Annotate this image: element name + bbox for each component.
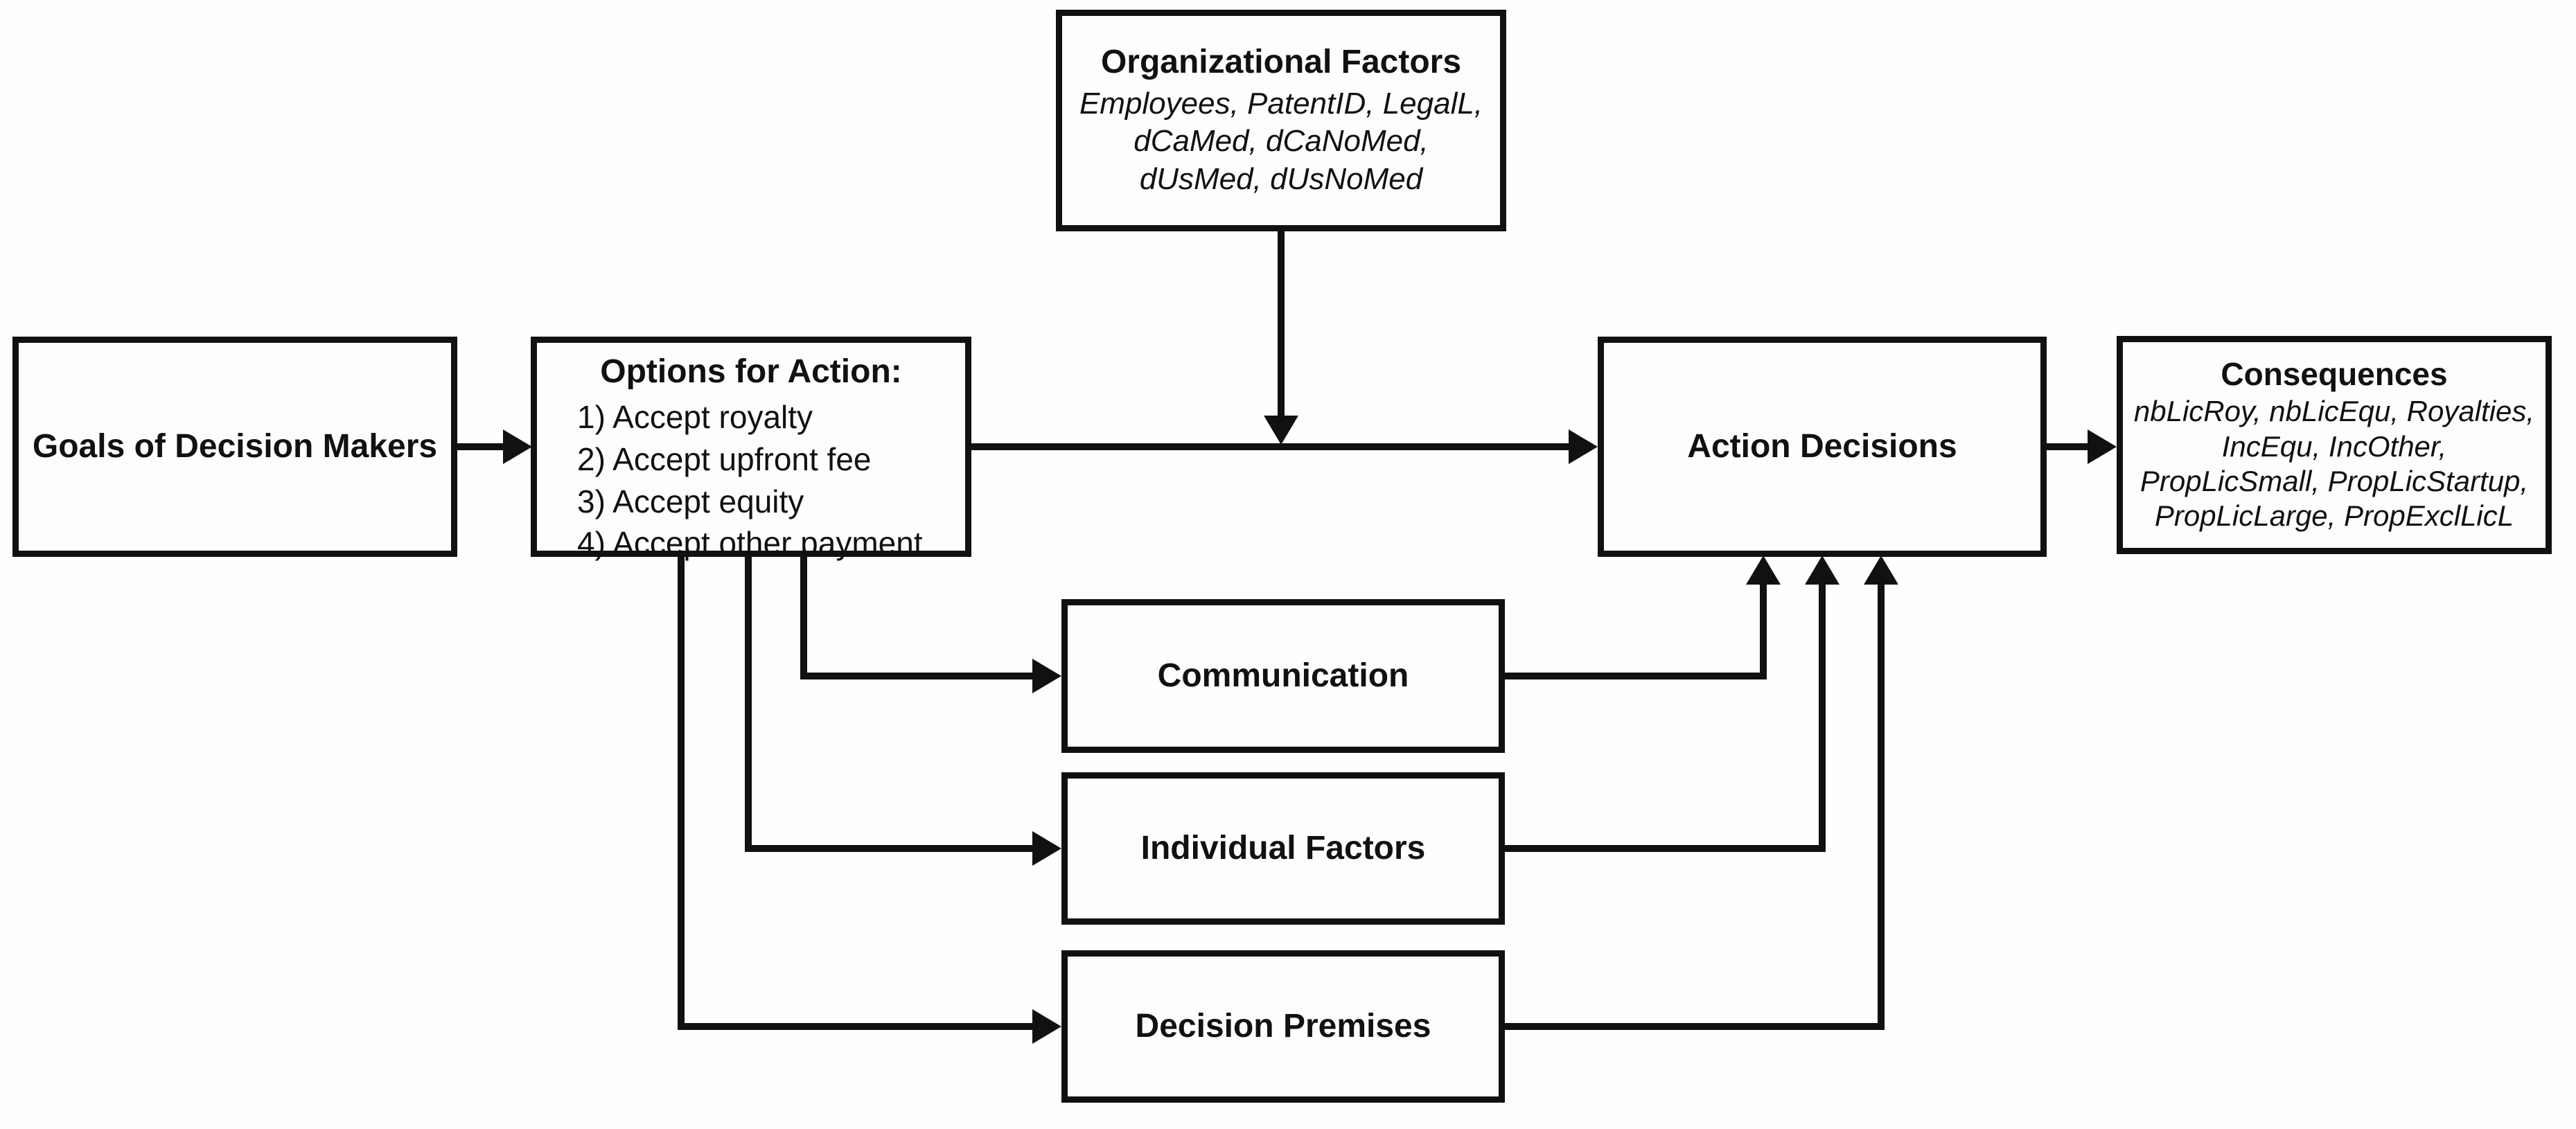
arrowhead-up-icon (1746, 555, 1781, 585)
node-title: Options for Action: (600, 353, 902, 390)
node-title: Communication (1157, 657, 1409, 695)
option-item: 4) Accept other payment (577, 525, 923, 562)
arrowhead-right-icon (1032, 831, 1061, 866)
node-goals-of-decision-makers: Goals of Decision Makers (12, 337, 457, 557)
option-item: 1) Accept royalty (577, 399, 813, 436)
node-organizational-factors: Organizational Factors Employees, Patent… (1056, 10, 1506, 231)
arrowhead-right-icon (2088, 429, 2117, 464)
node-title: Decision Premises (1135, 1008, 1431, 1045)
node-options-for-action: Options for Action: 1) Accept royalty 2)… (531, 337, 971, 561)
arrowhead-up-icon (1864, 555, 1898, 585)
variable-line: dCaMed, dCaNoMed, (1133, 124, 1429, 159)
variable-line: IncEqu, IncOther, (2221, 429, 2447, 463)
node-title: Individual Factors (1140, 830, 1426, 867)
node-decision-premises: Decision Premises (1061, 950, 1505, 1103)
node-action-decisions: Action Decisions (1598, 337, 2047, 557)
node-title: Consequences (2221, 356, 2448, 393)
variable-line: dUsMed, dUsNoMed (1139, 161, 1423, 196)
node-consequences: Consequences nbLicRoy, nbLicEqu, Royalti… (2117, 336, 2552, 554)
variable-list: Employees, PatentID, LegalL, dCaMed, dCa… (1079, 85, 1483, 199)
arrowhead-up-icon (1805, 555, 1840, 585)
node-title: Organizational Factors (1100, 43, 1462, 80)
variable-line: nbLicRoy, nbLicEqu, Royalties, (2133, 395, 2535, 428)
option-item: 3) Accept equity (577, 483, 804, 519)
variable-line: PropLicLarge, PropExclLicL (2154, 499, 2514, 533)
options-list: 1) Accept royalty 2) Accept upfront fee … (537, 396, 923, 564)
arrowhead-right-icon (1032, 1009, 1061, 1044)
arrowhead-right-icon (1032, 659, 1061, 693)
arrowhead-down-icon (1264, 416, 1298, 445)
arrowhead-right-icon (503, 429, 532, 464)
variable-line: Employees, PatentID, LegalL, (1079, 86, 1483, 121)
node-communication: Communication (1061, 599, 1505, 753)
node-individual-factors: Individual Factors (1061, 772, 1505, 925)
arrowhead-right-icon (1569, 429, 1598, 464)
variable-list: nbLicRoy, nbLicEqu, Royalties, IncEqu, I… (2134, 394, 2534, 534)
node-title: Goals of Decision Makers (32, 428, 438, 465)
variable-line: PropLicSmall, PropLicStartup, (2140, 464, 2529, 497)
node-title: Action Decisions (1687, 428, 1957, 465)
option-item: 2) Accept upfront fee (577, 441, 872, 477)
